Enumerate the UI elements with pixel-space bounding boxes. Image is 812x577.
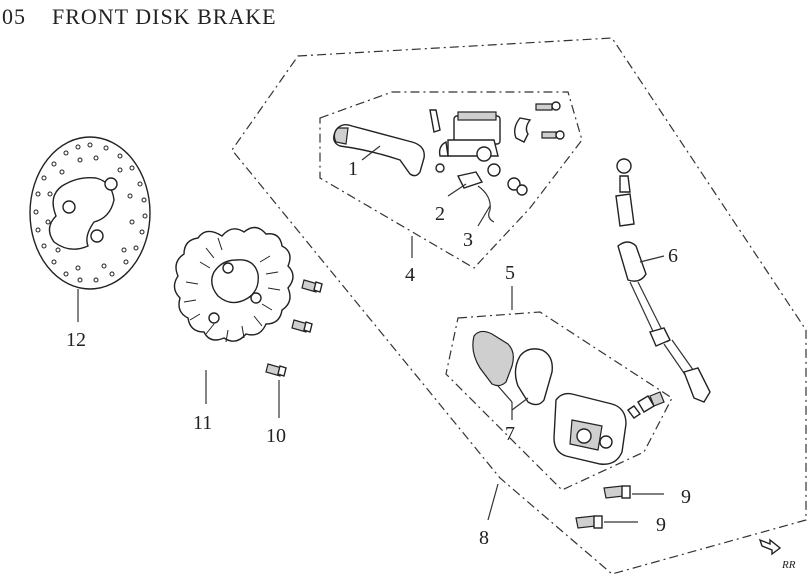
callout-9-a: 9 <box>681 486 691 508</box>
wave-brake-disc-11 <box>173 226 294 343</box>
disc-bolt-a <box>301 279 323 293</box>
leader-1 <box>361 145 381 161</box>
callout-9-b: 9 <box>656 514 666 536</box>
callout-12: 12 <box>66 329 86 351</box>
mirror-clamp <box>513 101 565 143</box>
brake-pads-7 <box>472 330 553 406</box>
brake-switch-2 <box>456 171 495 223</box>
leader-6 <box>639 255 665 263</box>
leader-3 <box>477 205 491 227</box>
brake-lever-1 <box>333 123 425 177</box>
callout-2: 2 <box>435 203 445 225</box>
leader-2 <box>447 183 467 197</box>
forward-arrow-icon <box>758 538 782 556</box>
caliper-bolt-9-b <box>575 515 603 529</box>
callout-3: 3 <box>463 229 473 251</box>
brake-hose-6 <box>615 158 711 403</box>
assembly-group-4-outline <box>319 91 583 269</box>
assembly-group-8-outline <box>231 37 807 575</box>
assembly-group-5-outline <box>445 311 673 491</box>
direction-label: RR <box>781 559 796 571</box>
callout-8: 8 <box>479 527 489 549</box>
leader-7-b <box>511 397 529 411</box>
diagram-title: FRONT DISK BRAKE <box>52 4 277 29</box>
section-number: 05 <box>2 4 26 29</box>
callout-10: 10 <box>266 425 286 447</box>
callout-7: 7 <box>505 423 515 445</box>
leader-8 <box>487 483 499 521</box>
callout-1: 1 <box>348 158 358 180</box>
brake-disc-12 <box>29 136 151 290</box>
leader-7-a <box>497 385 513 403</box>
master-cylinder <box>429 109 501 162</box>
callout-4: 4 <box>405 264 415 286</box>
disc-bolt-10 <box>265 363 287 377</box>
caliper <box>553 391 665 465</box>
disc-bolt-b <box>291 319 313 333</box>
callout-6: 6 <box>668 245 678 267</box>
caliper-bolt-9-a <box>603 485 631 499</box>
fittings <box>435 163 528 196</box>
callout-5: 5 <box>505 262 515 284</box>
callout-11: 11 <box>193 412 212 434</box>
